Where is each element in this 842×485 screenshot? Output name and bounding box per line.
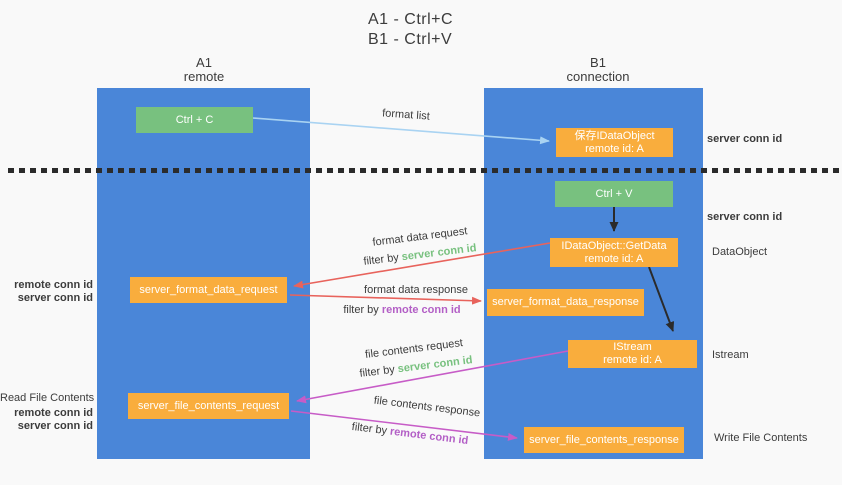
lifeline-header-a1: A1 remote	[144, 56, 264, 84]
node-server-format-data-response: server_format_data_response	[487, 289, 644, 316]
node-idataobject-getdata-line1: IDataObject::GetData	[561, 239, 667, 252]
diagram-title: A1 - Ctrl+C B1 - Ctrl+V	[368, 10, 453, 50]
node-save-idataobject-line1: 保存IDataObject	[574, 129, 655, 142]
node-ctrl-v: Ctrl + V	[555, 181, 673, 207]
label-remote-conn-id-file: remote conn id	[14, 407, 93, 419]
filter-prefix: filter by	[343, 304, 379, 316]
node-idataobject-getdata: IDataObject::GetData remote id: A	[550, 238, 678, 267]
filter-id-server-conn: server conn id	[397, 354, 474, 376]
node-istream: IStream remote id: A	[568, 340, 697, 368]
edge-label-format-list: format list	[381, 107, 431, 123]
label-istream: Istream	[712, 349, 749, 361]
node-istream-line2: remote id: A	[603, 354, 662, 366]
node-ctrl-c: Ctrl + C	[136, 107, 253, 133]
lifeline-b1-name: B1	[590, 55, 606, 70]
lifeline-a1-role: remote	[183, 69, 225, 84]
node-server-file-contents-response: server_file_contents_response	[524, 427, 684, 453]
title-line-1: A1 - Ctrl+C	[368, 11, 454, 28]
node-idataobject-getdata-line2: remote id: A	[584, 252, 644, 265]
edge-label-format-data-response: format data response	[364, 284, 468, 296]
edge-label-file-contents-response: file contents response	[373, 394, 481, 420]
filter-id-remote-conn: remote conn id	[381, 304, 461, 316]
label-server-conn-id-top-right: server conn id	[707, 133, 783, 145]
filter-id-remote-conn: remote conn id	[389, 425, 469, 448]
label-server-conn-id-format: server conn id	[17, 292, 93, 304]
lifeline-header-b1: B1 connection	[538, 56, 658, 84]
label-server-conn-id-mid-right: server conn id	[707, 211, 783, 223]
filter-id-server-conn: server conn id	[401, 242, 478, 264]
filter-prefix: filter by	[351, 420, 388, 438]
filter-prefix: filter by	[362, 251, 400, 268]
node-save-idataobject: 保存IDataObject remote id: A	[556, 128, 673, 157]
lifeline-a1-name: A1	[196, 55, 212, 70]
label-write-file-contents: Write File Contents	[714, 432, 808, 444]
label-read-file-contents: Read File Contents	[0, 392, 95, 404]
node-server-format-data-request: server_format_data_request	[130, 277, 287, 303]
filter-prefix: filter by	[358, 363, 396, 380]
dotted-separator	[8, 168, 842, 173]
label-server-conn-id-file: server conn id	[17, 420, 93, 432]
lifeline-b1-role: connection	[566, 69, 630, 84]
node-save-idataobject-line2: remote id: A	[585, 142, 644, 155]
node-server-file-contents-request: server_file_contents_request	[128, 393, 289, 419]
label-dataobject: DataObject	[712, 246, 768, 258]
node-istream-line1: IStream	[613, 341, 652, 353]
title-line-2: B1 - Ctrl+V	[368, 31, 453, 48]
label-remote-conn-id-format: remote conn id	[14, 279, 93, 291]
